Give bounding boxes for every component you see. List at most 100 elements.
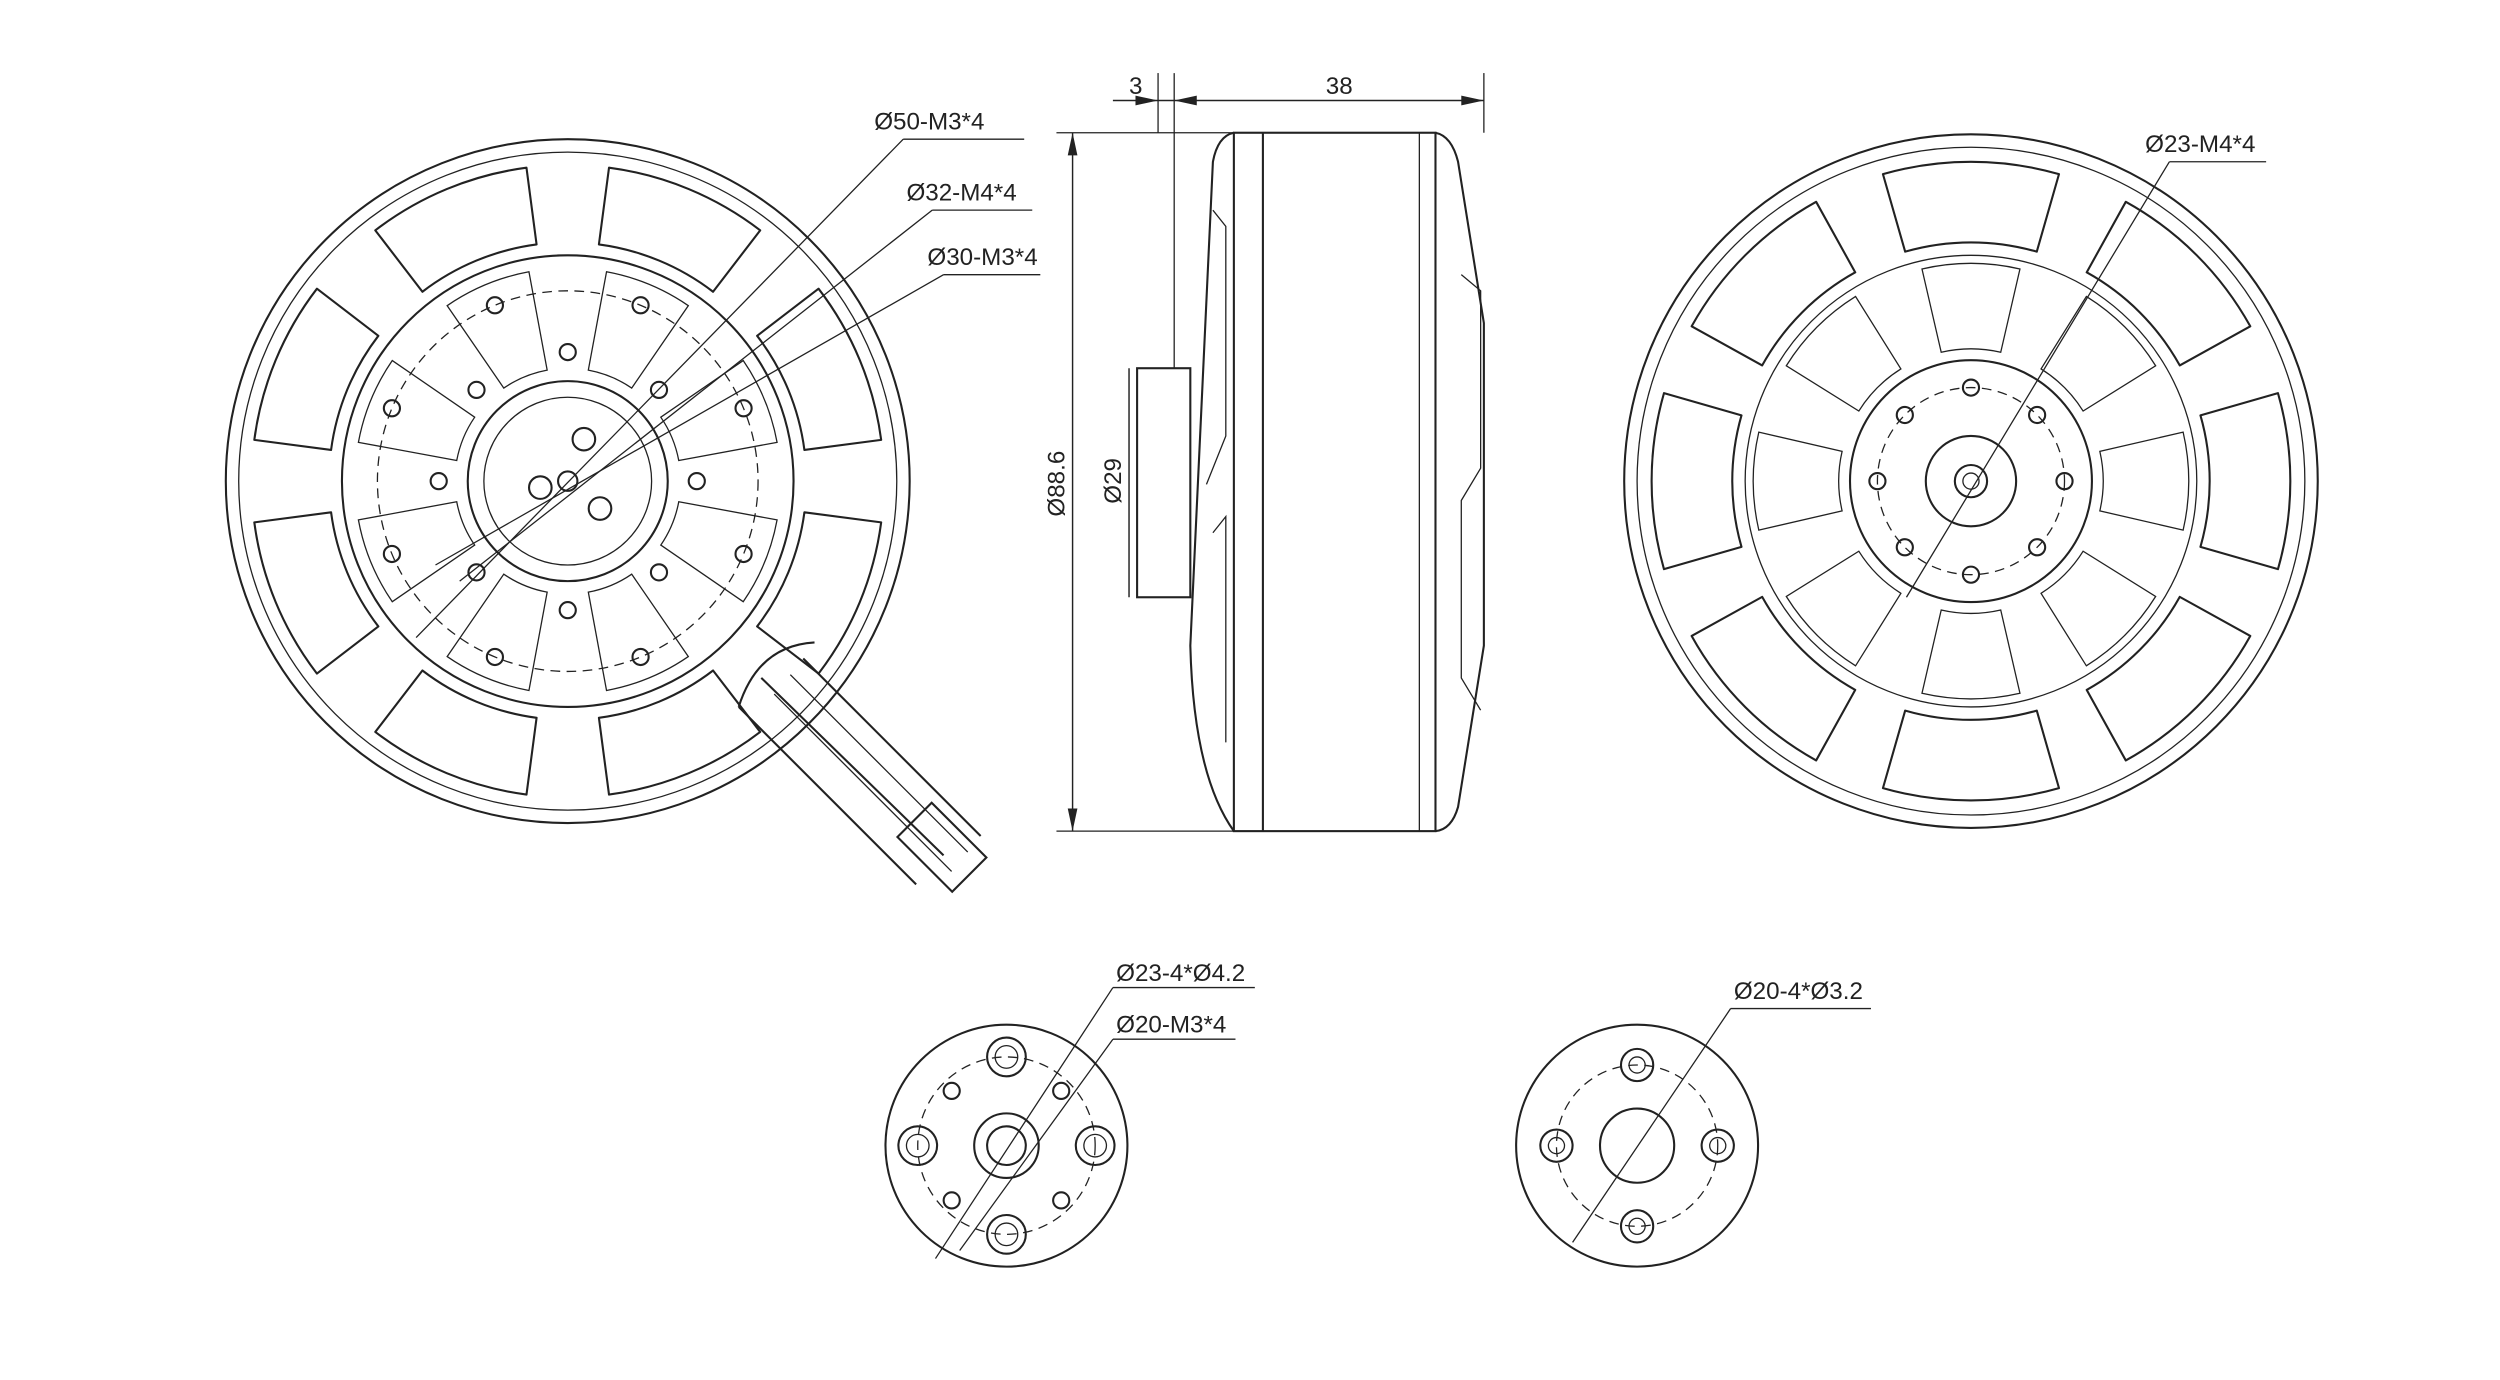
outer-rim	[224, 138, 911, 825]
hub-hole	[527, 475, 553, 500]
adapter-thread-hole	[942, 1081, 961, 1101]
hub-window	[1921, 262, 2021, 354]
hub-hole	[587, 496, 613, 521]
adapter-hole	[897, 1125, 939, 1167]
adapter-label-1: Ø23-4*Ø4.2	[1116, 960, 1245, 987]
adapter-hole-counterbore	[1083, 1133, 1108, 1158]
mount-hole	[558, 342, 577, 362]
rim-window	[597, 669, 762, 796]
hub-window	[2040, 295, 2157, 412]
mount-hole	[1868, 472, 1887, 491]
hub-window	[587, 573, 690, 692]
rim-window	[253, 287, 380, 452]
mount-plate-view: Ø20-4*Ø3.2	[1515, 978, 1871, 1268]
plate-label: Ø20-4*Ø3.2	[1734, 978, 1863, 1005]
plate-hole	[1539, 1128, 1574, 1163]
adapter-hole-counterbore	[994, 1222, 1019, 1247]
hub-hole	[571, 426, 597, 452]
rim-window	[756, 511, 883, 675]
rim-window	[1690, 200, 1857, 367]
rim-window	[597, 166, 762, 293]
rim-window	[2085, 200, 2252, 367]
height-dimension: Ø88.6	[1044, 451, 1071, 517]
bearing	[1924, 434, 2018, 528]
mount-hole	[558, 601, 577, 620]
mount-hole	[734, 399, 753, 418]
plate-hole	[1619, 1047, 1655, 1083]
rim-window	[374, 166, 538, 293]
rim-window	[756, 287, 883, 452]
mount-hole	[734, 544, 753, 564]
adapter-hole-counterbore	[905, 1133, 930, 1158]
mount-hole	[1895, 405, 1914, 425]
front-label-1: Ø50-M3*4	[874, 109, 984, 136]
mount-hole	[1961, 565, 1981, 584]
hub-window	[2040, 550, 2157, 667]
inner-ring	[1744, 254, 2198, 708]
mount-hole	[382, 399, 402, 418]
inner-rim	[1636, 146, 2306, 816]
mount-hole	[467, 563, 486, 582]
mount-hole	[467, 380, 486, 400]
mount-hole	[2028, 538, 2047, 557]
hub-window	[357, 500, 476, 603]
shaft-length-dimension: 3	[1129, 73, 1142, 100]
rear-label: Ø23-M4*4	[2145, 131, 2255, 158]
bolt-circle	[1876, 386, 2066, 576]
hub	[1848, 359, 2093, 604]
mount-hole	[649, 380, 669, 400]
shaft-adapter-view: Ø23-4*Ø4.2 Ø20-M3*4	[884, 960, 1255, 1268]
mount-hole	[1895, 538, 1914, 557]
adapter-hole	[986, 1036, 1027, 1078]
plate-hole	[1700, 1128, 1735, 1163]
hub-window	[357, 359, 476, 462]
front-label-2: Ø32-M4*4	[906, 179, 1016, 206]
adapter-hole	[986, 1213, 1027, 1255]
width-dimension: 38	[1326, 73, 1353, 100]
rim-window	[2085, 595, 2252, 762]
rim-window	[1650, 392, 1743, 571]
rim-window	[2199, 392, 2292, 571]
hub	[466, 380, 669, 583]
plate-hole-counterbore	[1628, 1217, 1646, 1235]
mount-hole	[485, 647, 505, 667]
shaft-diameter-dimension: Ø29	[1100, 458, 1127, 504]
mount-hole	[631, 647, 650, 667]
hub-window	[2099, 431, 2190, 531]
bolt-circle	[376, 290, 759, 673]
hub-window	[587, 271, 690, 389]
outer-rim	[1623, 133, 2319, 829]
mount-hole	[2055, 472, 2074, 491]
shaft	[1953, 463, 1989, 499]
adapter-thread-hole	[1052, 1081, 1071, 1101]
side-view: 38 3 Ø88.6 Ø29	[1044, 73, 1485, 833]
cable	[737, 641, 988, 894]
shaft-section	[1136, 367, 1192, 599]
mount-hole	[1961, 378, 1981, 397]
mount-hole	[382, 544, 402, 564]
plate-hole-counterbore	[1547, 1136, 1566, 1155]
hub-ring	[340, 254, 795, 708]
mount-hole	[687, 472, 706, 491]
plate-hole	[1619, 1209, 1655, 1244]
mount-hole	[485, 296, 505, 315]
plate-hole-counterbore	[1628, 1056, 1646, 1074]
hub-window	[1752, 431, 1843, 531]
stator-body	[1232, 131, 1437, 833]
mount-hole	[631, 296, 650, 315]
shaft	[557, 470, 579, 492]
hub-window	[659, 359, 778, 462]
plate-hole-counterbore	[1709, 1136, 1727, 1155]
hub-window	[1785, 550, 1902, 667]
hub-window	[1921, 609, 2021, 700]
mount-hole	[429, 472, 448, 491]
inner-rim	[238, 151, 898, 811]
rim-window	[1881, 709, 2061, 802]
hub-window	[446, 271, 548, 389]
rim-window	[1881, 160, 2061, 253]
adapter-thread-hole	[942, 1191, 961, 1210]
mount-hole	[649, 563, 669, 582]
hub-window	[659, 500, 778, 603]
rim-window	[253, 511, 380, 675]
